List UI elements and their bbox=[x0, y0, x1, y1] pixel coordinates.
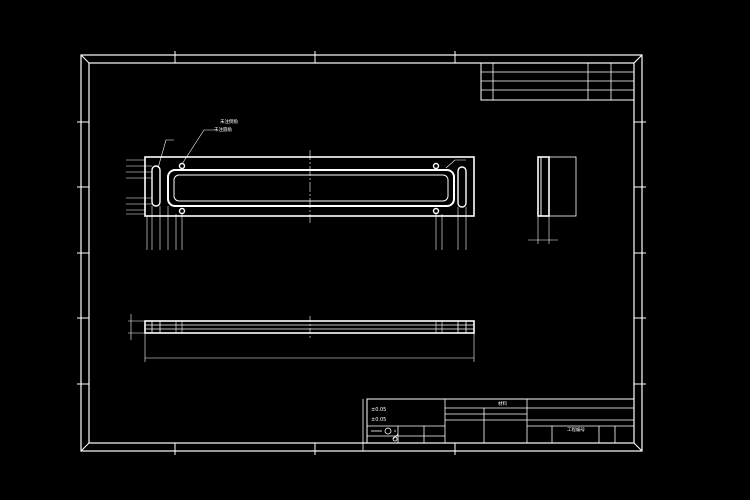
tolerance-text-2: ±0.05 bbox=[371, 417, 386, 423]
projection-symbol bbox=[384, 427, 392, 435]
title-block bbox=[362, 398, 635, 451]
material-label: 材料 bbox=[498, 400, 507, 407]
front-view bbox=[126, 129, 475, 250]
top-view bbox=[128, 314, 475, 362]
tolerance-text-1: ±0.05 bbox=[371, 407, 386, 413]
note-text-1: 未注倒角 bbox=[220, 118, 238, 125]
side-view bbox=[528, 156, 577, 244]
drawing-name-label: 工程编号 bbox=[567, 426, 585, 433]
revision-table bbox=[480, 62, 635, 101]
note-text-2: 未注圆角 bbox=[214, 126, 232, 133]
sheet-frame bbox=[77, 51, 646, 455]
